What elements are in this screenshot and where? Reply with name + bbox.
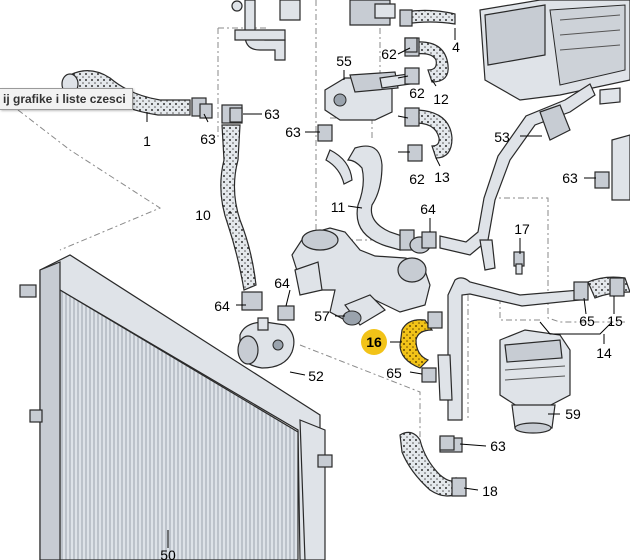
part-52-pump: [237, 317, 295, 369]
callout-62-top[interactable]: 62: [381, 46, 397, 62]
callout-57[interactable]: 57: [314, 308, 330, 324]
part-17-bolt: [513, 251, 525, 275]
leader-lines: [146, 28, 615, 548]
hose-18: [399, 431, 467, 497]
callout-65-right[interactable]: 65: [579, 313, 595, 329]
callout-53[interactable]: 53: [494, 129, 510, 145]
parts-list-link-tab[interactable]: ij grafike i liste czesci: [0, 88, 133, 110]
hoses-12-13: [404, 37, 453, 162]
callout-14[interactable]: 14: [596, 345, 612, 361]
callout-64-upper[interactable]: 64: [420, 201, 436, 217]
callout-63-left[interactable]: 63: [200, 131, 216, 147]
callout-17[interactable]: 17: [514, 221, 530, 237]
pipe-53-and-right-pipes: [437, 83, 630, 421]
callout-numbers: 1 4 10 11 12 13 14 15 16 17 18 50 52 53 …: [143, 39, 623, 560]
upper-pipe-assembly: [231, 0, 456, 61]
callout-64-mid[interactable]: 64: [274, 275, 290, 291]
callout-62-mid[interactable]: 62: [409, 85, 425, 101]
callout-63-lower[interactable]: 63: [490, 438, 506, 454]
callout-52[interactable]: 52: [308, 368, 324, 384]
callout-63-center[interactable]: 63: [285, 124, 301, 140]
callout-50[interactable]: 50: [160, 547, 176, 560]
callout-63-top[interactable]: 63: [264, 106, 280, 122]
part-50-radiator: [19, 254, 333, 560]
part-59-oil-cooler: [499, 329, 571, 434]
engine-module-upper-right: [479, 0, 630, 101]
hose-10: [220, 104, 263, 311]
callout-11[interactable]: 11: [331, 199, 346, 215]
callout-55[interactable]: 55: [336, 53, 352, 69]
callout-63-right[interactable]: 63: [562, 170, 578, 186]
callout-64-left[interactable]: 64: [214, 298, 230, 314]
hose-11: [317, 124, 415, 251]
callout-13[interactable]: 13: [434, 169, 450, 185]
callout-65-lower[interactable]: 65: [386, 365, 402, 381]
callout-62-low[interactable]: 62: [409, 171, 425, 187]
callout-1[interactable]: 1: [143, 133, 151, 149]
callout-18[interactable]: 18: [482, 483, 498, 499]
part-55-housing: [324, 71, 411, 121]
callout-59[interactable]: 59: [565, 406, 581, 422]
callout-4[interactable]: 4: [452, 39, 460, 55]
hose-16-highlighted: [399, 311, 443, 369]
callout-16-badge: [361, 329, 387, 355]
callout-10[interactable]: 10: [195, 207, 211, 223]
callout-16[interactable]: 16: [366, 334, 382, 350]
callout-12[interactable]: 12: [433, 91, 449, 107]
callout-15[interactable]: 15: [607, 313, 623, 329]
